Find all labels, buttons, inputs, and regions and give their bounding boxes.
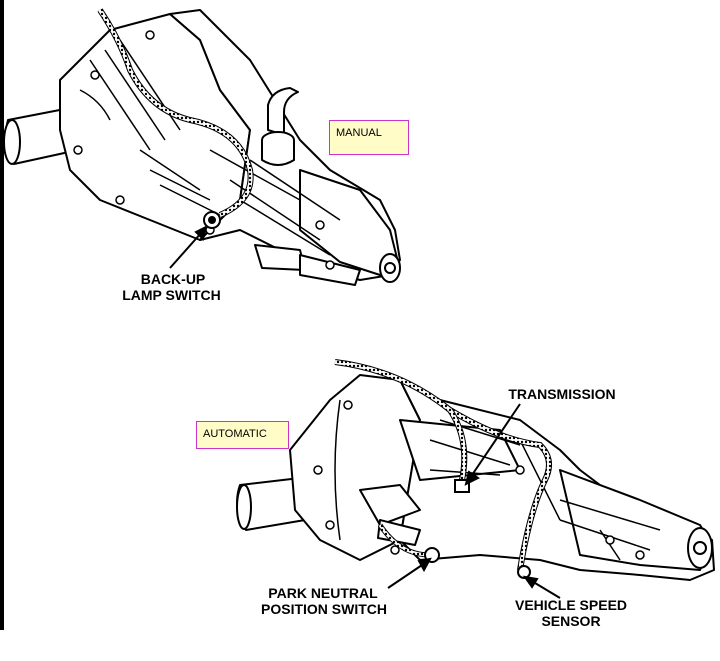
vehicle-speed-sensor-label-line2: SENSOR: [541, 613, 601, 629]
left-border-rule: [0, 0, 4, 630]
vehicle-speed-sensor: [517, 565, 531, 579]
manual-transmission-drawing: [3, 9, 401, 286]
park-neutral-arrow: [387, 557, 432, 589]
park-neutral-label-line2: POSITION SWITCH: [261, 601, 387, 617]
manual-tag: MANUAL: [329, 120, 409, 155]
backup-switch-arrow: [169, 225, 208, 269]
backup-lamp-switch-label-line2: LAMP SWITCH: [122, 287, 221, 303]
backup-lamp-switch: [203, 211, 221, 229]
backup-lamp-switch-label-line1: BACK-UP: [140, 271, 206, 287]
transmission-label: TRANSMISSION: [508, 386, 616, 402]
vehicle-speed-arrow: [522, 575, 561, 599]
transmission-arrow: [464, 403, 521, 486]
automatic-tag: AUTOMATIC: [196, 421, 289, 449]
park-neutral-label-line1: PARK NEUTRAL: [268, 585, 378, 601]
vehicle-speed-sensor-label-line1: VEHICLE SPEED: [514, 597, 628, 613]
bottom-margin: [0, 630, 720, 661]
